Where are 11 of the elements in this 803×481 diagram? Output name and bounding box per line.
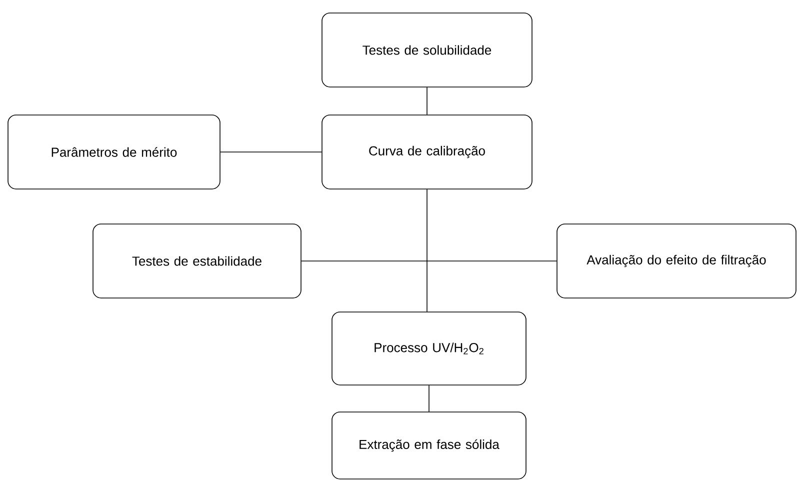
process-box: Parâmetros de mérito bbox=[8, 114, 220, 190]
connector-line bbox=[301, 260, 557, 262]
process-box: Processo UV/H$_{2}$O$_{2}$ bbox=[332, 312, 526, 386]
process-box: Curva de calibração bbox=[322, 114, 532, 190]
process-box: Extração em fase sólida bbox=[332, 412, 526, 480]
connector-line bbox=[426, 87, 428, 115]
process-box: Avaliação do efeito de filtração bbox=[556, 224, 796, 298]
process-box: Testes de estabilidade bbox=[92, 224, 302, 298]
process-box: Testes de solubilidade bbox=[322, 12, 532, 88]
connector-line bbox=[428, 384, 430, 412]
connector-line bbox=[426, 188, 428, 312]
